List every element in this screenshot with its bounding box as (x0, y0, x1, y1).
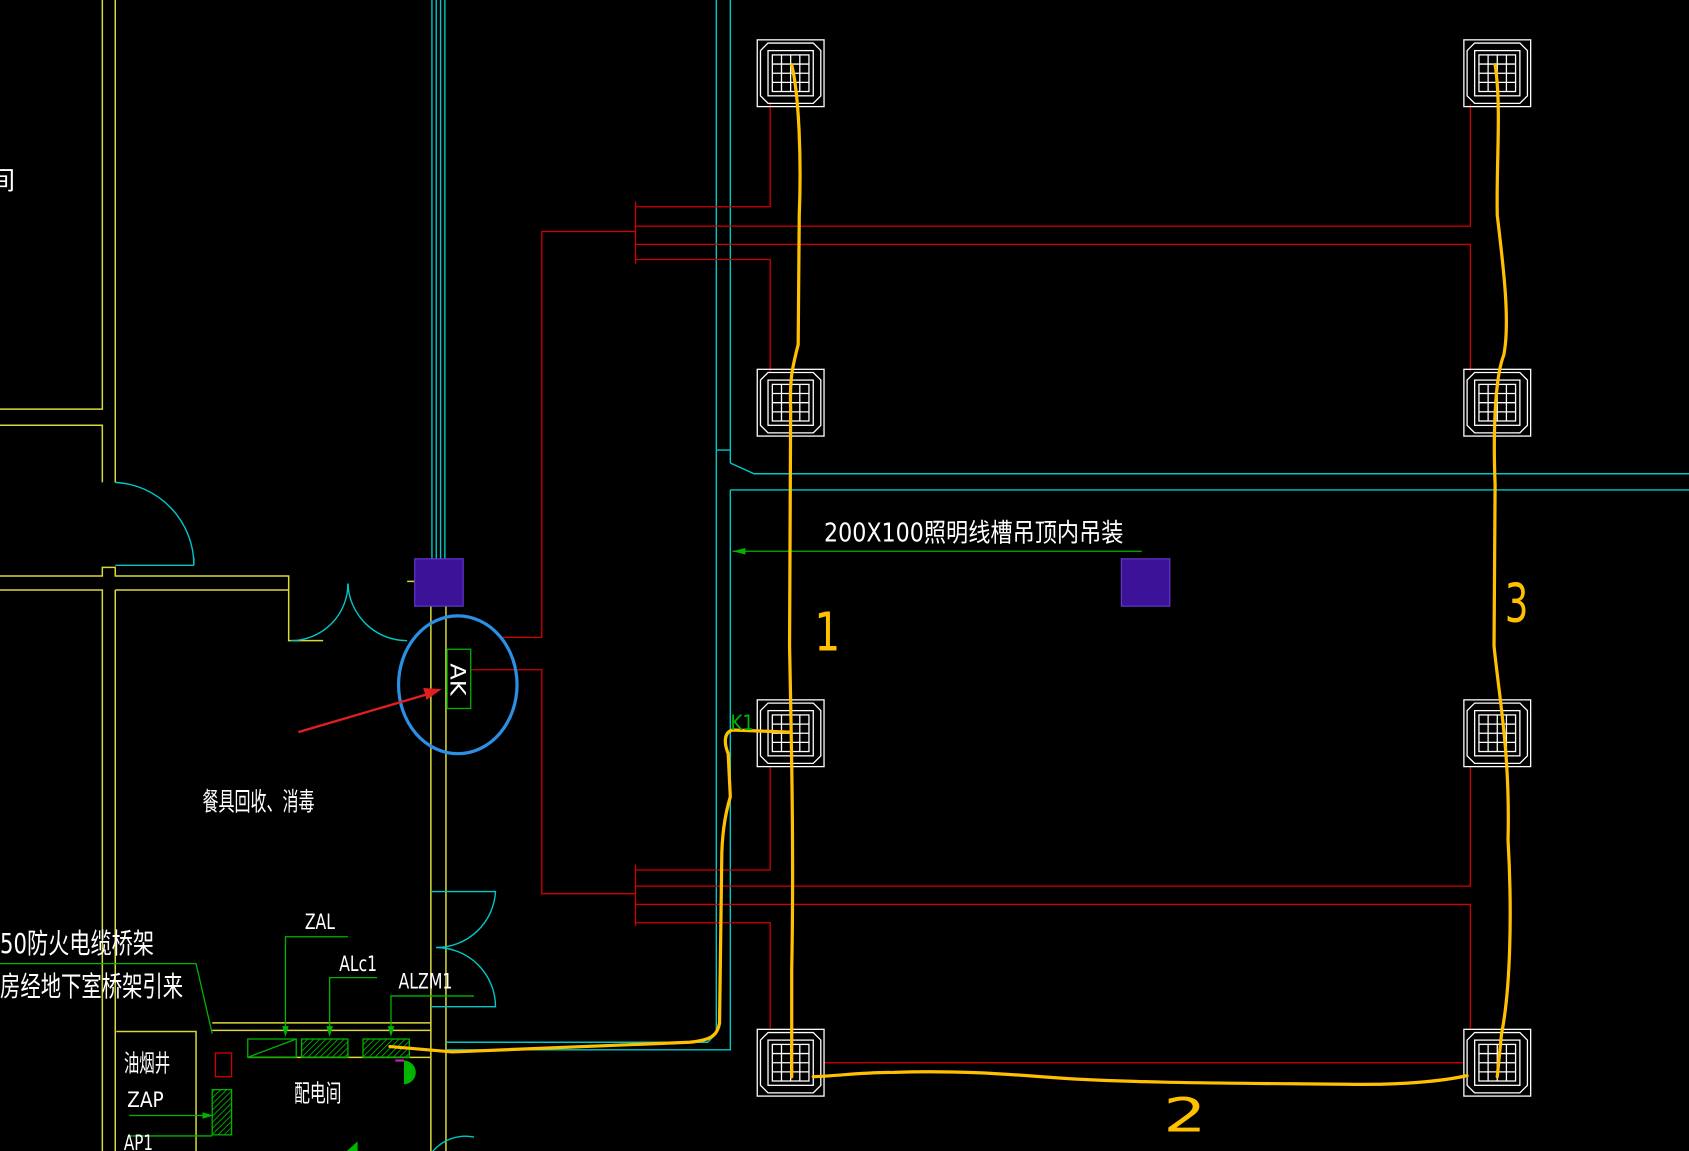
junction-box-icon (414, 558, 464, 607)
ceiling-cassette-unit-icon (756, 39, 825, 108)
circuit-label-alzm1: ALZM1 (399, 969, 453, 994)
ak-panel-label: AK (444, 663, 469, 696)
circuit-label-alc1: ALc1 (339, 952, 377, 977)
highlight-circle (396, 614, 519, 756)
circuit-label-zap: ZAP (127, 1088, 164, 1113)
grounding-marker (403, 1060, 416, 1085)
room-label-power: 配电间 (294, 1079, 341, 1107)
switch-label-k1: K1 (730, 711, 754, 736)
junction-box-icon (1120, 558, 1171, 607)
drawing-labels: 间 200X100照明线槽吊顶内吊装 餐具回收、消毒 K1 ZAL ALc1 A… (0, 167, 1123, 1151)
fire-tray-label: 50防火电缆桥架 (0, 927, 154, 960)
bottom-marker (346, 1141, 358, 1151)
markup-layer: 1 2 3 (388, 62, 1529, 1144)
markup-route-k1 (388, 728, 792, 1054)
shaft-label: 油烟井 (124, 1049, 170, 1077)
markup-route-1 (787, 62, 802, 1079)
markup-route-2 (811, 1070, 1469, 1087)
markup-number-1: 1 (814, 600, 840, 663)
circuit-label-zal: ZAL (305, 910, 335, 935)
circuit-wiring (470, 102, 1471, 1064)
leader-lines (0, 548, 1142, 1137)
ceiling-cassette-unit-icon (1463, 1028, 1532, 1097)
room-label-dish: 餐具回收、消毒 (203, 788, 315, 818)
panel-zal (247, 1038, 297, 1058)
ceiling-cassette-unit-icon (1463, 39, 1532, 108)
ceiling-cassette-unit-icon (1463, 699, 1532, 768)
panel-zap (211, 1088, 233, 1136)
markup-number-3: 3 (1505, 571, 1529, 634)
markup-number-2: 2 (1163, 1089, 1206, 1144)
panel-alc1 (300, 1038, 349, 1058)
tray-source-label: 房经地下室桥架引来 (0, 970, 183, 1003)
markup-route-3 (1492, 62, 1512, 1079)
ak-panel-frame (446, 648, 472, 710)
circuit-label-ap1: AP1 (124, 1131, 153, 1151)
pointer-arrow (298, 688, 442, 734)
distribution-panels (211, 1038, 416, 1151)
room-label-partial: 间 (0, 167, 15, 197)
panel-ap1-marker (214, 1052, 233, 1078)
tray-spec-label: 200X100照明线槽吊顶内吊装 (824, 519, 1123, 549)
